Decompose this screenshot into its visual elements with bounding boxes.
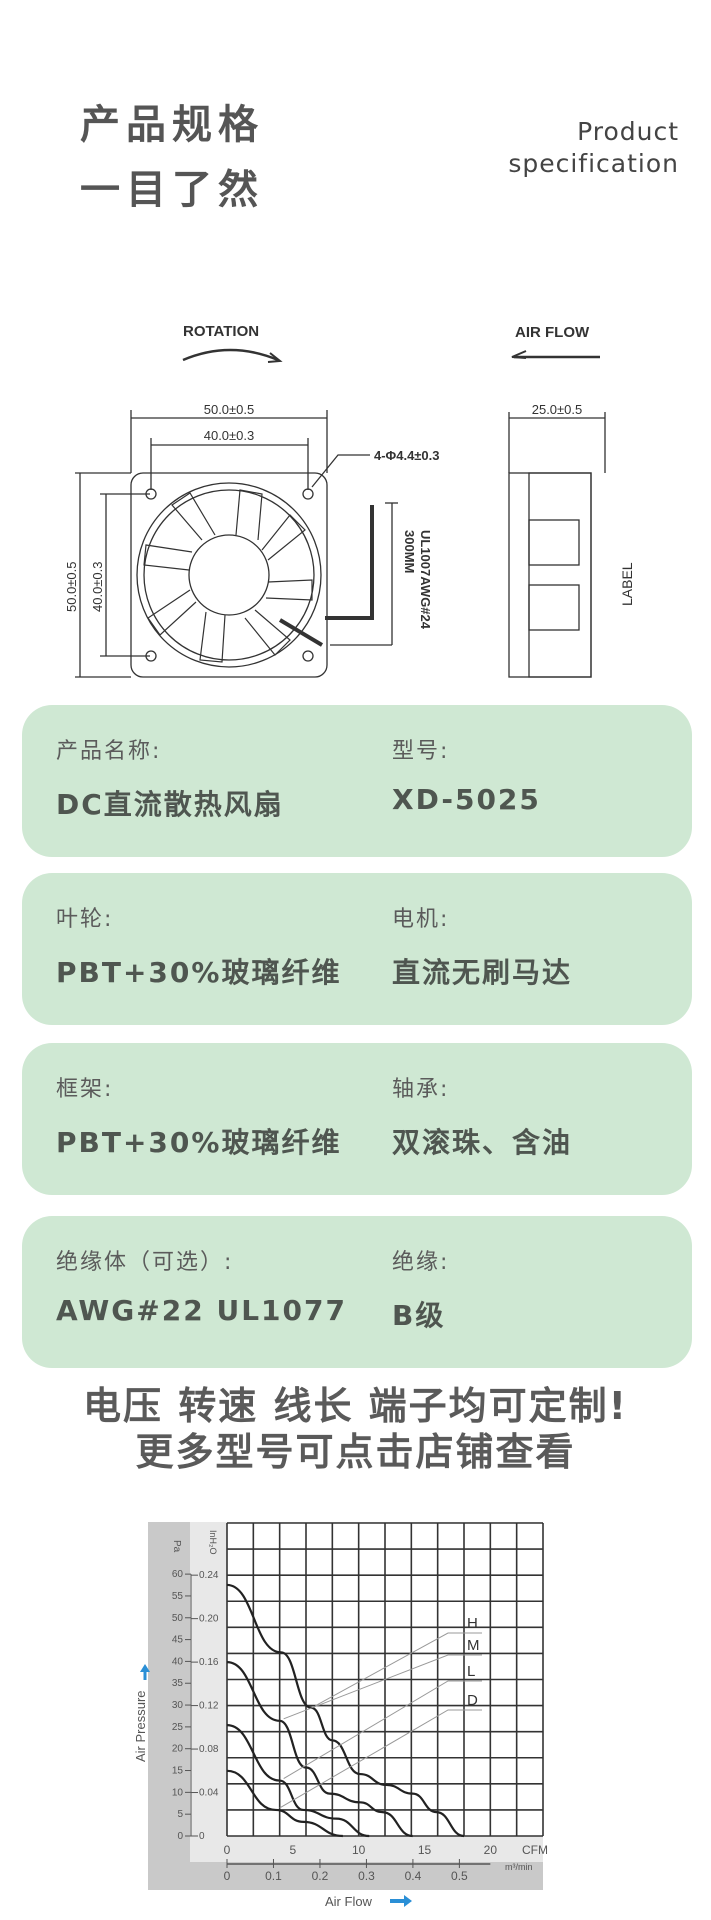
spec-card-frame-bearing: 框架: PBT+30%玻璃纤维 轴承: 双滚珠、含油	[22, 1043, 692, 1195]
side-label: LABEL	[619, 562, 635, 606]
x2-tick-label: 0.2	[312, 1869, 329, 1883]
dim-width-inner: 40.0±0.3	[204, 428, 255, 443]
subtitle-line2: specification	[508, 149, 679, 178]
x2-tick-label: 0.1	[265, 1869, 282, 1883]
y-tick-label-pa: 45	[172, 1635, 184, 1646]
x2-tick-label: 0.3	[358, 1869, 375, 1883]
spec-card-impeller-motor: 叶轮: PBT+30%玻璃纤维 电机: 直流无刷马达	[22, 873, 692, 1025]
curve-label-d: D	[467, 1692, 478, 1709]
x-tick-label: 10	[352, 1843, 366, 1857]
dim-height-outer: 50.0±0.5	[64, 561, 79, 612]
spec-value: 双滚珠、含油	[392, 1126, 573, 1159]
spec-label: 绝缘体（可选）:	[56, 1250, 234, 1275]
y-tick-label-pa: 0	[177, 1831, 183, 1842]
x-tick-label: 5	[289, 1843, 296, 1857]
y-tick-label-pa: 15	[172, 1766, 184, 1777]
y-tick-label-inh2o: 0.12	[199, 1701, 219, 1712]
spec-card-name-model: 产品名称: DC直流散热风扇 型号: XD-5025	[22, 705, 692, 857]
right-arrow-icon	[390, 1895, 412, 1907]
y-unit-left: Pa	[171, 1540, 182, 1553]
curve-label-l: L	[467, 1663, 475, 1680]
y-tick-label-inh2o: 0.08	[199, 1744, 219, 1755]
x-tick-label: 20	[484, 1843, 498, 1857]
spec-value: PBT+30%玻璃纤维	[56, 1126, 342, 1159]
y-unit-right: InH₂O	[208, 1530, 218, 1555]
x2-tick-label: 0.4	[405, 1869, 422, 1883]
y-tick-label-pa: 50	[172, 1613, 184, 1624]
y-tick-label-inh2o: 0.24	[199, 1570, 219, 1581]
spec-value: DC直流散热风扇	[56, 788, 284, 821]
curve-label-m: M	[467, 1637, 480, 1654]
y-tick-label-inh2o: 0	[199, 1831, 205, 1842]
pq-curve-chart: 05101520253035404550556000.040.080.120.1…	[133, 1522, 548, 1909]
wire-spec: UL1007AWG#24	[418, 530, 433, 630]
spec-label: 叶轮:	[56, 907, 114, 932]
x2-tick-label: 0.5	[451, 1869, 468, 1883]
y-tick-label-inh2o: 0.04	[199, 1788, 219, 1799]
spec-value: AWG#22 UL1077	[56, 1294, 347, 1327]
x-tick-label: 15	[418, 1843, 432, 1857]
curve-l	[226, 1724, 370, 1838]
curve-h	[226, 1583, 465, 1838]
y-tick-label-pa: 55	[172, 1591, 184, 1602]
rotation-label: ROTATION	[183, 323, 259, 340]
page-title-line2: 一目了然	[80, 167, 264, 213]
spec-label: 型号:	[392, 739, 450, 764]
spec-card-insulation: 绝缘体（可选）: AWG#22 UL1077 绝缘: B级	[22, 1216, 692, 1368]
x-tick-label: 0	[224, 1843, 231, 1857]
spec-label: 绝缘:	[392, 1250, 450, 1275]
x-unit: CFM	[522, 1843, 548, 1857]
y-axis-label: Air Pressure	[133, 1690, 148, 1762]
y-tick-label-pa: 10	[172, 1787, 184, 1798]
subtitle-line1: Product	[577, 117, 679, 146]
fan-dimension-drawing: ROTATION AIR FLOW 50.0±0.5 40.0±0.3 25.0…	[64, 323, 635, 678]
y-tick-label-pa: 30	[172, 1700, 184, 1711]
dim-height-inner: 40.0±0.3	[90, 561, 105, 612]
spec-value: PBT+30%玻璃纤维	[56, 956, 342, 989]
spec-label: 产品名称:	[56, 739, 162, 764]
curve-label-h: H	[467, 1615, 478, 1632]
wire-length: 300MM	[402, 530, 417, 573]
spec-label: 电机:	[392, 907, 450, 932]
y-tick-label-pa: 25	[172, 1722, 184, 1733]
spec-value: 直流无刷马达	[392, 956, 573, 989]
page-title: 产品规格	[80, 102, 264, 148]
y-tick-label-pa: 40	[172, 1656, 184, 1667]
curve-d	[226, 1769, 343, 1838]
y-tick-label-inh2o: 0.20	[199, 1614, 219, 1625]
y-tick-label-pa: 5	[177, 1809, 183, 1820]
dim-hole: 4-Φ4.4±0.3	[374, 448, 440, 463]
x-axis-label: Air Flow	[325, 1894, 373, 1909]
spec-value: B级	[392, 1299, 446, 1332]
dim-width-outer: 50.0±0.5	[204, 402, 255, 417]
spec-label: 框架:	[56, 1077, 114, 1102]
promo-line2: 更多型号可点击店铺查看	[135, 1430, 576, 1474]
leader-line	[283, 1680, 482, 1780]
y-tick-label-inh2o: 0.16	[199, 1657, 219, 1668]
dim-depth: 25.0±0.5	[532, 402, 583, 417]
promo-line1: 电压 转速 线长 端子均可定制!	[82, 1384, 629, 1428]
spec-value: XD-5025	[392, 783, 541, 816]
x2-unit: m³/min	[505, 1862, 533, 1872]
y-tick-label-pa: 60	[172, 1569, 184, 1580]
y-tick-label-pa: 20	[172, 1744, 184, 1755]
leader-line	[315, 1632, 482, 1707]
x2-tick-label: 0	[224, 1869, 231, 1883]
airflow-label: AIR FLOW	[515, 324, 590, 341]
spec-label: 轴承:	[392, 1077, 450, 1102]
leader-line	[283, 1654, 482, 1720]
y-tick-label-pa: 35	[172, 1678, 184, 1689]
up-arrow-icon	[140, 1664, 150, 1680]
leader-line	[279, 1709, 482, 1809]
curve-m	[226, 1661, 413, 1838]
rotation-arrow-icon	[182, 348, 279, 362]
